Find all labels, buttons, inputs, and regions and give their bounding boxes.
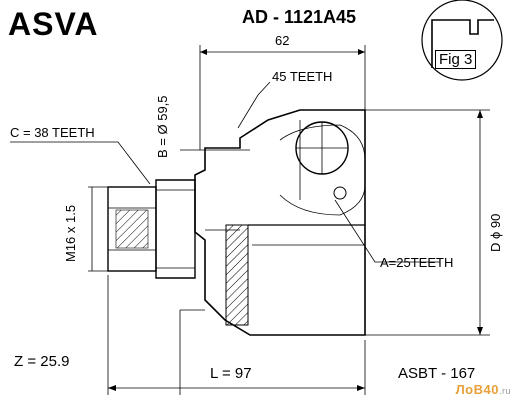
abs-ring xyxy=(225,224,249,326)
watermark: ЛоВ40.ru xyxy=(456,382,511,397)
leader-45-teeth xyxy=(237,81,271,129)
fig3-circle xyxy=(421,0,503,81)
brand-logo-text: ASVA xyxy=(8,6,99,42)
watermark-main: ЛоВ40 xyxy=(455,382,499,397)
leader-a xyxy=(334,199,440,263)
teeth-45-label: 45 TEETH xyxy=(272,69,333,84)
dim-62-label: 62 xyxy=(275,33,290,48)
leader-c xyxy=(10,141,151,185)
part-number: AD - 1121A45 xyxy=(242,7,357,27)
l-label: L = 97 xyxy=(210,365,252,382)
z-label: Z = 25.9 xyxy=(14,353,70,370)
d-diameter-label: D ϕ 90 xyxy=(488,213,503,252)
c-teeth-label: C = 38 TEETH xyxy=(10,125,95,140)
code-label: ASBT - 167 xyxy=(398,365,476,382)
fig3-label: Fig 3 xyxy=(435,50,477,69)
b-diameter-label: B = Ø 59,5 xyxy=(155,95,170,158)
m16-label: M16 x 1.5 xyxy=(63,204,78,262)
spline-stem xyxy=(155,179,196,279)
watermark-suffix: .ru xyxy=(498,386,511,396)
a-teeth-label: A=25TEETH xyxy=(380,255,454,270)
